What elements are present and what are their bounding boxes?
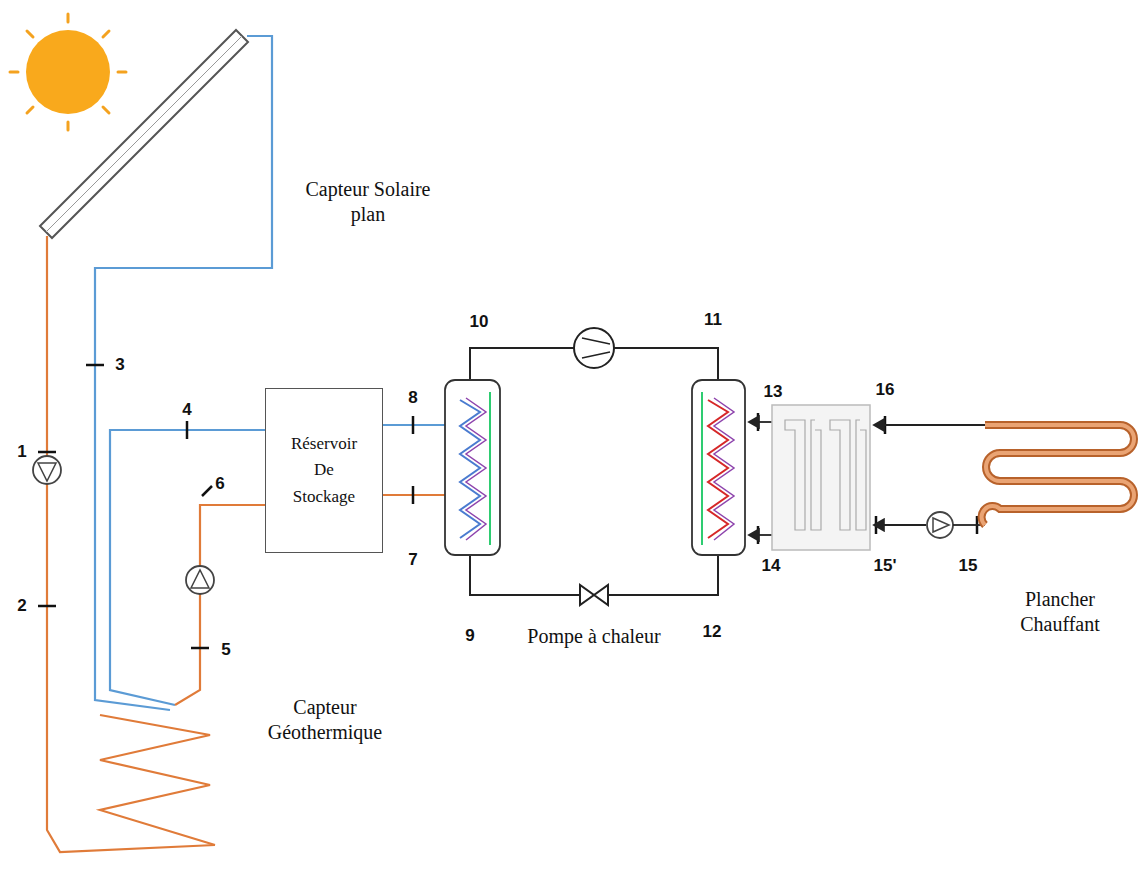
callout-number: 5 bbox=[211, 639, 241, 660]
callout-number: 14 bbox=[754, 555, 788, 576]
callout-number: 16 bbox=[868, 379, 902, 400]
callout-number: 10 bbox=[462, 311, 496, 332]
callout-number: 6 bbox=[205, 473, 235, 494]
callout-number: 12 bbox=[695, 621, 729, 642]
callout-number: 3 bbox=[105, 354, 135, 375]
callout-number: 13 bbox=[756, 381, 790, 402]
callout-number: 8 bbox=[398, 387, 428, 408]
callout-number: 1 bbox=[7, 441, 37, 462]
callout-number: 15' bbox=[868, 555, 902, 576]
callout-number: 4 bbox=[172, 399, 202, 420]
callout-number: 9 bbox=[455, 625, 485, 646]
tank-label: Réservoir De Stockage bbox=[281, 431, 367, 510]
callout-number: 15 bbox=[951, 555, 985, 576]
component-label: Capteur Géothermique bbox=[250, 695, 400, 745]
callout-number: 7 bbox=[398, 549, 428, 570]
component-label: Plancher Chauffant bbox=[1005, 587, 1115, 637]
callout-number: 11 bbox=[696, 309, 730, 330]
component-label: Capteur Solaire plan bbox=[303, 177, 433, 227]
storage-tank: Réservoir De Stockage bbox=[265, 388, 383, 553]
component-label: Pompe à chaleur bbox=[494, 624, 694, 649]
callout-number: 2 bbox=[7, 595, 37, 616]
